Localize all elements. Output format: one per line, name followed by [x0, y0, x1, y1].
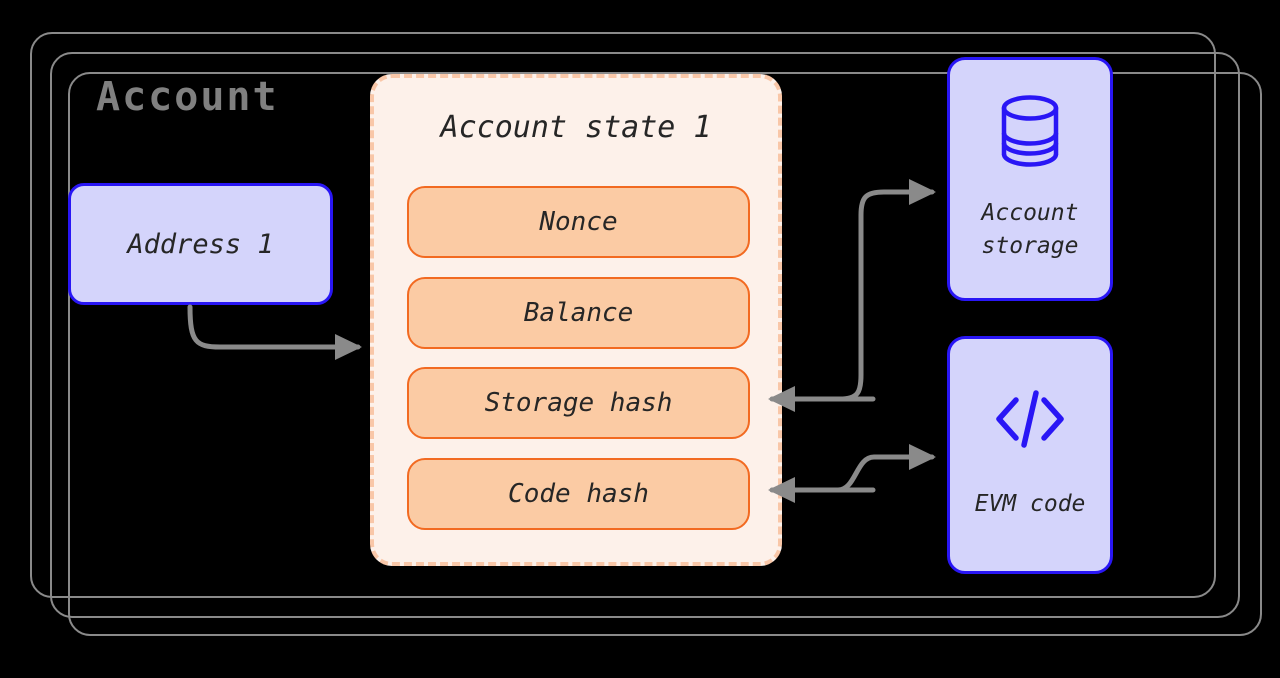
field-storage-hash[interactable]: Storage hash: [407, 367, 750, 439]
account-card-outline-front: [30, 32, 1216, 598]
account-storage-label-line2: storage: [981, 233, 1079, 259]
code-icon: [993, 388, 1067, 454]
field-balance-label: Balance: [523, 298, 634, 328]
page-title: Account: [96, 74, 279, 120]
account-state-title: Account state 1: [440, 110, 712, 145]
field-balance[interactable]: Balance: [407, 277, 750, 349]
evm-code-label: EVM code: [974, 491, 1086, 518]
account-storage-label-line1: Account: [981, 199, 1079, 226]
account-storage-label: Account storage: [982, 197, 1079, 264]
evm-code-box[interactable]: EVM code: [947, 336, 1113, 574]
account-card-outline-back: [68, 72, 1262, 636]
database-icon: [999, 94, 1061, 171]
field-nonce[interactable]: Nonce: [407, 186, 750, 258]
field-storage-hash-label: Storage hash: [484, 388, 673, 418]
address-label: Address 1: [127, 228, 274, 260]
field-code-hash-label: Code hash: [508, 479, 649, 509]
account-storage-box[interactable]: Account storage: [947, 57, 1113, 301]
account-state-panel: Account state 1 Nonce Balance Storage ha…: [370, 74, 782, 566]
field-code-hash[interactable]: Code hash: [407, 458, 750, 530]
address-box[interactable]: Address 1: [68, 183, 333, 305]
field-nonce-label: Nonce: [539, 207, 618, 237]
account-card-outline-middle: [50, 52, 1240, 618]
